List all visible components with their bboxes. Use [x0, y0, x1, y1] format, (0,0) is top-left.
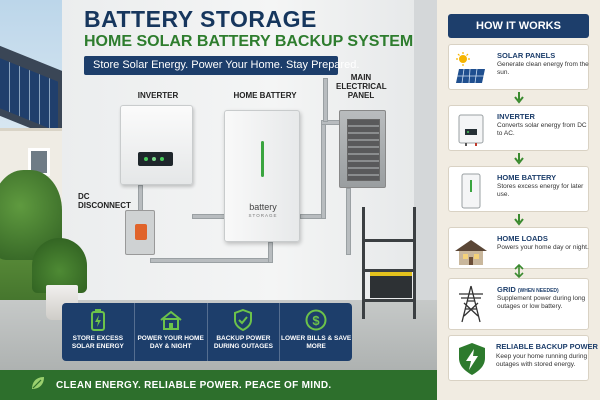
step-title-note: (WHEN NEEDED): [517, 288, 559, 294]
benefit-text: POWER YOUR HOME DAY & NIGHT: [137, 335, 204, 350]
step-desc: Powers your home day or night.: [497, 244, 589, 251]
arrow-down-icon: [514, 153, 524, 165]
how-it-works-panel: HOW IT WORKS SOLAR PANELS Generate clean…: [437, 0, 600, 400]
benefit-savings: $ LOWER BILLS & SAVE MORE: [280, 303, 352, 361]
conduit-roof: [323, 78, 328, 122]
storage-bin: [370, 272, 412, 298]
benefit-text: LOWER BILLS & SAVE MORE: [280, 335, 352, 350]
conduit-panel-ground: [346, 188, 351, 255]
conduit-bottom-right: [268, 242, 273, 263]
solar-panel-icon: [453, 50, 489, 88]
conduit-bottom: [150, 258, 272, 263]
step-solar-panels: SOLAR PANELS Generate clean energy from …: [448, 44, 589, 90]
step-home-battery: HOME BATTERY Stores excess energy for la…: [448, 166, 589, 212]
step-title: HOME LOADS: [497, 234, 548, 243]
inverter-unit: [120, 105, 193, 185]
home-battery-unit: battery STORAGE: [224, 110, 300, 242]
benefit-text: STORE EXCESS SOLAR ENERGY: [71, 335, 124, 350]
inverter-label: INVERTER: [137, 91, 179, 100]
reliable-backup-card: RELIABLE BACKUP POWER Keep your home run…: [448, 335, 598, 381]
reliable-desc: Keep your home running during outages wi…: [496, 353, 588, 368]
battery-charge-icon: [62, 308, 134, 332]
conduit-inverter-battery: [192, 214, 226, 219]
step-desc: Generate clean energy from the sun.: [497, 61, 589, 76]
arrow-down-icon: [514, 92, 524, 104]
arrow-down-icon: [514, 214, 524, 226]
step-desc: Converts solar energy from DC to AC.: [497, 122, 587, 137]
conduit-disconnect: [138, 185, 143, 212]
benefit-store: STORE EXCESS SOLAR ENERGY: [62, 303, 135, 361]
battery-brand-sub: STORAGE: [248, 213, 278, 218]
inverter-display: [138, 152, 173, 166]
potted-plant: [32, 238, 87, 293]
conduit-panel-vertical: [321, 120, 326, 219]
page-subtitle: HOME SOLAR BATTERY BACKUP SYSTEM: [84, 33, 414, 50]
step-grid: GRID (WHEN NEEDED) Supplement power duri…: [448, 278, 589, 330]
arrow-updown-icon: [514, 264, 524, 278]
dc-disconnect-label: DC DISCONNECT: [78, 192, 131, 210]
metal-shelf: [362, 207, 416, 319]
step-title: INVERTER: [497, 112, 535, 121]
power-tower-icon: [453, 285, 489, 323]
house-icon: [453, 233, 489, 271]
step-desc: Stores excess energy for later use.: [497, 183, 584, 198]
page-title: BATTERY STORAGE: [84, 6, 317, 32]
installation-scene: BATTERY STORAGE HOME SOLAR BATTERY BACKU…: [0, 0, 437, 370]
dc-disconnect-switch: [125, 210, 155, 255]
step-desc: Supplement power during long outages or …: [497, 295, 586, 310]
step-title: HOME BATTERY: [497, 173, 557, 182]
tagline-banner: Store Solar Energy. Power Your Home. Sta…: [84, 56, 359, 75]
shield-check-icon: [208, 308, 280, 332]
main-panel-label: MAIN ELECTRICAL PANEL: [336, 73, 387, 100]
dollar-icon: $: [280, 308, 352, 332]
battery-led-strip: [261, 141, 264, 177]
svg-text:$: $: [313, 313, 321, 328]
battery-icon: [453, 172, 489, 210]
footer-banner: CLEAN ENERGY. RELIABLE POWER. PEACE OF M…: [0, 370, 437, 400]
step-home-loads: HOME LOADS Powers your home day or night…: [448, 227, 589, 269]
step-inverter: INVERTER Converts solar energy from DC t…: [448, 105, 589, 151]
benefit-power: POWER YOUR HOME DAY & NIGHT: [135, 303, 208, 361]
benefits-strip: STORE EXCESS SOLAR ENERGY POWER YOUR HOM…: [62, 303, 352, 361]
leaf-icon: [30, 375, 46, 396]
footer-text: CLEAN ENERGY. RELIABLE POWER. PEACE OF M…: [56, 379, 332, 391]
wall-edge: [414, 0, 437, 300]
step-title: GRID (WHEN NEEDED): [497, 285, 559, 294]
inverter-icon: [453, 111, 489, 149]
step-title: SOLAR PANELS: [497, 51, 556, 60]
main-electrical-panel: [339, 110, 386, 188]
benefit-backup: BACKUP POWER DURING OUTAGES: [208, 303, 281, 361]
shield-bolt-icon: [457, 342, 487, 381]
battery-brand: battery: [249, 202, 277, 212]
home-battery-label: HOME BATTERY: [233, 91, 297, 100]
house-icon: [135, 308, 207, 332]
benefit-text: BACKUP POWER DURING OUTAGES: [213, 335, 273, 350]
reliable-title: RELIABLE BACKUP POWER: [496, 342, 598, 351]
how-it-works-title: HOW IT WORKS: [448, 14, 589, 38]
